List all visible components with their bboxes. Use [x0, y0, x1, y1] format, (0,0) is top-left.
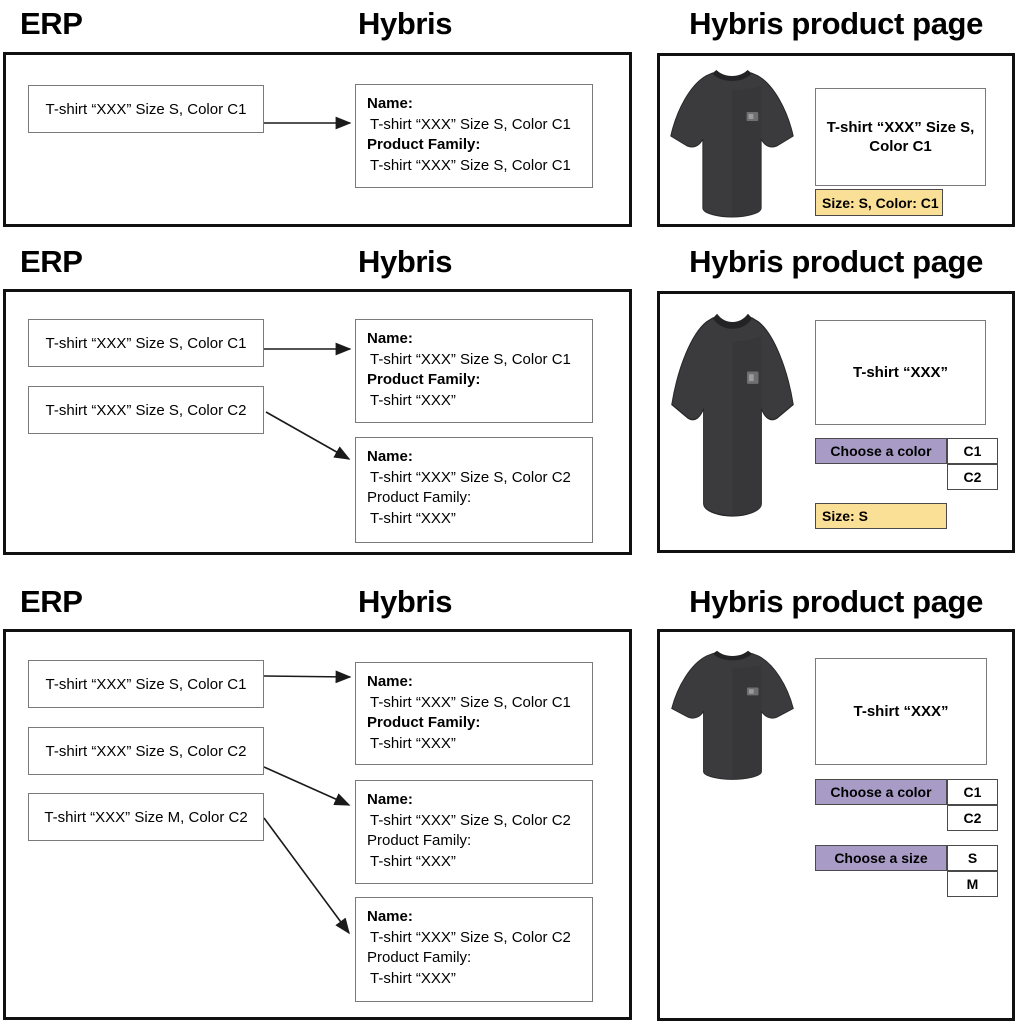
size-option: M — [947, 871, 998, 897]
family-value: T-shirt “XXX” — [370, 391, 456, 409]
size-badge: Size: S — [815, 503, 947, 529]
color-chooser: Choose a color — [815, 438, 947, 464]
size-badge-label: Size: S — [822, 508, 868, 524]
name-label: Name: — [367, 673, 413, 690]
family-label: Product Family: — [367, 832, 472, 849]
hybris-product-record: Name: T-shirt “XXX” Size S, Color C2 Pro… — [355, 437, 593, 543]
tshirt-photo — [664, 60, 800, 220]
erp-product-label: T-shirt “XXX” Size S, Color C1 — [45, 334, 247, 352]
mapping-arrows — [263, 670, 352, 935]
product-title-box: T-shirt “XXX” Size S, Color C1 — [815, 88, 986, 186]
erp-hybris-mapping-panel: T-shirt “XXX” Size S, Color C1 T-shirt “… — [3, 289, 632, 555]
tshirt-photo — [665, 300, 800, 520]
color-option: C1 — [947, 438, 998, 464]
size-chooser: Choose a size — [815, 845, 947, 871]
hybris-product-record: Name: T-shirt “XXX” Size S, Color C2 Pro… — [355, 780, 593, 884]
product-page-panel: T-shirt “XXX” Choose a color C1 C2 Size:… — [657, 291, 1015, 553]
name-label: Name: — [367, 95, 413, 112]
product-page-header: Hybris product page — [689, 244, 983, 279]
family-label: Product Family: — [367, 371, 481, 388]
product-page-header: Hybris product page — [689, 6, 983, 41]
erp-product-label: T-shirt “XXX” Size S, Color C1 — [45, 100, 247, 118]
family-value: T-shirt “XXX” — [370, 852, 456, 870]
erp-product-box: T-shirt “XXX” Size S, Color C2 — [28, 386, 264, 434]
tshirt-photo — [665, 642, 800, 782]
erp-product-box: T-shirt “XXX” Size S, Color C1 — [28, 85, 264, 133]
erp-product-box: T-shirt “XXX” Size S, Color C1 — [28, 660, 264, 708]
mapping-arrow — [263, 766, 351, 806]
name-value: T-shirt “XXX” Size S, Color C1 — [370, 693, 571, 711]
family-value: T-shirt “XXX” Size S, Color C1 — [370, 156, 571, 174]
family-label: Product Family: — [367, 949, 472, 966]
name-label: Name: — [367, 791, 413, 808]
erp-hybris-mapping-panel: T-shirt “XXX” Size S, Color C1 T-shirt “… — [3, 629, 632, 1020]
name-label: Name: — [367, 908, 413, 925]
color-option-label: C1 — [963, 443, 982, 459]
mapping-arrows — [264, 116, 352, 130]
family-value: T-shirt “XXX” — [370, 509, 456, 527]
erp-product-box: T-shirt “XXX” Size S, Color C2 — [28, 727, 264, 775]
mapping-arrow — [265, 411, 351, 460]
product-title: T-shirt “XXX” — [853, 703, 949, 720]
family-value: T-shirt “XXX” — [370, 734, 456, 752]
erp-product-label: T-shirt “XXX” Size S, Color C2 — [45, 401, 247, 419]
erp-header: ERP — [20, 6, 83, 41]
product-title: T-shirt “XXX” — [852, 364, 949, 381]
attributes-badge: Size: S, Color: C1 — [815, 189, 943, 216]
name-label: Name: — [367, 448, 413, 465]
size-chooser-label: Choose a size — [834, 850, 928, 866]
product-page-header: Hybris product page — [689, 584, 983, 619]
attributes-badge-label: Size: S, Color: C1 — [822, 194, 939, 211]
hybris-product-record: Name: T-shirt “XXX” Size S, Color C1 Pro… — [355, 84, 593, 188]
name-value: T-shirt “XXX” Size S, Color C2 — [370, 928, 571, 946]
erp-product-box: T-shirt “XXX” Size S, Color C1 — [28, 319, 264, 367]
color-option: C2 — [947, 805, 998, 831]
erp-product-box: T-shirt “XXX” Size M, Color C2 — [28, 793, 264, 841]
erp-product-label: T-shirt “XXX” Size S, Color C1 — [45, 675, 247, 693]
product-page-panel: T-shirt “XXX” Choose a color C1 C2 Choos… — [657, 629, 1015, 1021]
color-option: C2 — [947, 464, 998, 490]
family-label: Product Family: — [367, 136, 481, 153]
color-chooser-label: Choose a color — [830, 443, 932, 459]
product-title: T-shirt “XXX” Size S, Color C1 — [826, 119, 975, 155]
product-title-box: T-shirt “XXX” — [815, 320, 986, 425]
hybris-product-record: Name: T-shirt “XXX” Size S, Color C2 Pro… — [355, 897, 593, 1002]
hybris-header: Hybris — [358, 6, 453, 41]
erp-hybris-mapping-panel: T-shirt “XXX” Size S, Color C1 Name: T-s… — [3, 52, 632, 227]
mapping-arrows — [264, 342, 352, 460]
mapping-arrow — [263, 670, 352, 684]
family-value: T-shirt “XXX” — [370, 969, 456, 987]
family-label: Product Family: — [367, 714, 481, 731]
color-option-label: C2 — [963, 469, 982, 485]
size-option: S — [947, 845, 998, 871]
name-value: T-shirt “XXX” Size S, Color C2 — [370, 468, 571, 486]
color-chooser: Choose a color — [815, 779, 947, 805]
color-option: C1 — [947, 779, 998, 805]
name-value: T-shirt “XXX” Size S, Color C1 — [370, 115, 571, 133]
erp-header: ERP — [20, 244, 83, 279]
product-title-box: T-shirt “XXX” — [815, 658, 987, 765]
erp-header: ERP — [20, 584, 83, 619]
erp-product-label: T-shirt “XXX” Size M, Color C2 — [44, 808, 248, 826]
product-page-panel: T-shirt “XXX” Size S, Color C1 Size: S, … — [657, 53, 1015, 227]
name-label: Name: — [367, 330, 413, 347]
hybris-product-record: Name: T-shirt “XXX” Size S, Color C1 Pro… — [355, 662, 593, 765]
family-label: Product Family: — [367, 489, 472, 506]
hybris-header: Hybris — [358, 584, 453, 619]
color-option-label: C1 — [963, 784, 982, 800]
hybris-header: Hybris — [358, 244, 453, 279]
name-value: T-shirt “XXX” Size S, Color C1 — [370, 350, 571, 368]
name-value: T-shirt “XXX” Size S, Color C2 — [370, 811, 571, 829]
mapping-arrow — [263, 817, 350, 935]
size-option-label: M — [966, 876, 979, 892]
color-option-label: C2 — [963, 810, 982, 826]
hybris-product-record: Name: T-shirt “XXX” Size S, Color C1 Pro… — [355, 319, 593, 423]
color-chooser-label: Choose a color — [830, 784, 932, 800]
erp-product-label: T-shirt “XXX” Size S, Color C2 — [45, 742, 247, 760]
size-option-label: S — [967, 850, 978, 866]
